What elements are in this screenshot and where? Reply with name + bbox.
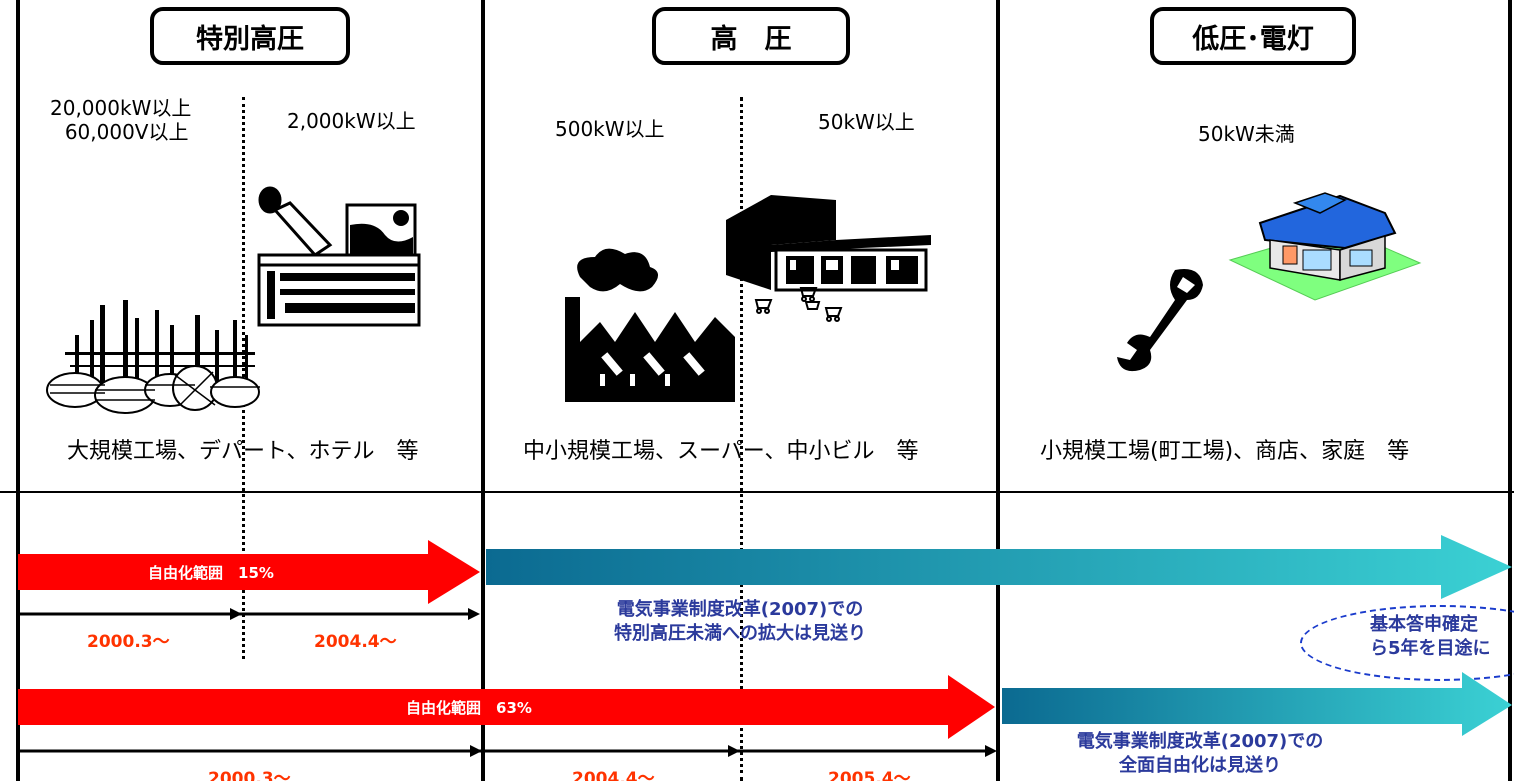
threshold-extra-high-1: 20,000kW以上 60,000V以上: [50, 96, 191, 144]
header-low-voltage: 低圧･電灯: [1150, 7, 1356, 65]
arrow-label-63: 自由化範囲 63%: [406, 699, 532, 717]
examples-extra-high: 大規模工場、デパート、ホテル 等: [67, 439, 419, 464]
supermarket-icon: [726, 195, 931, 322]
divider-right: [1508, 0, 1512, 781]
threshold-eh1-line1: 20,000kW以上: [50, 96, 192, 120]
teal-arrow-row2: [1002, 672, 1512, 736]
date-row2-1: 2000.3～: [208, 769, 291, 781]
red-arrow-15: [18, 540, 480, 604]
timeline-row1: [18, 608, 480, 620]
note-row1-line2: 特別高圧未満への拡大は見送り: [614, 623, 866, 644]
divider-2: [996, 0, 1000, 781]
department-store-icon: [257, 186, 421, 327]
examples-low: 小規模工場(町工場)、商店、家庭 等: [1040, 439, 1410, 464]
factory-icon: [565, 248, 735, 402]
red-arrow-63: [18, 675, 995, 739]
note-row1: 電気事業制度改革(2007)での 特別高圧未満への拡大は見送り: [555, 598, 925, 646]
note-row1-line1: 電気事業制度改革(2007)での: [616, 599, 864, 620]
bubble-text: 基本答申確定 ら5年を目途に: [1370, 613, 1491, 661]
threshold-high-2: 50kW以上: [818, 110, 915, 134]
threshold-extra-high-2: 2,000kW以上: [287, 109, 416, 133]
date-row2-3: 2005.4～: [828, 769, 911, 781]
bubble-line1: 基本答申確定: [1370, 614, 1478, 635]
note-row2: 電気事業制度改革(2007)での 全面自由化は見送り: [1055, 730, 1345, 778]
threshold-high-1: 500kW以上: [555, 117, 665, 141]
divider-left: [16, 0, 20, 781]
header-extra-high-voltage: 特別高圧: [150, 7, 350, 65]
divider-1: [481, 0, 485, 781]
threshold-low: 50kW未満: [1198, 122, 1295, 146]
date-row1-2: 2004.4～: [314, 632, 397, 652]
note-row2-line2: 全面自由化は見送り: [1119, 755, 1281, 776]
bubble-line2: ら5年を目途に: [1370, 638, 1491, 659]
timeline-row2: [18, 745, 997, 757]
wrench-icon: [1117, 269, 1203, 372]
date-row1-1: 2000.3～: [87, 632, 170, 652]
header-high-voltage: 高 圧: [652, 7, 850, 65]
refinery-icon: [46, 300, 260, 414]
horizontal-separator: [0, 491, 1514, 493]
examples-high: 中小規模工場、スーパー、中小ビル 等: [523, 439, 919, 464]
threshold-eh1-line2: 60,000V以上: [64, 120, 189, 144]
arrow-label-15: 自由化範囲 15%: [148, 564, 274, 582]
note-row2-line1: 電気事業制度改革(2007)での: [1076, 731, 1324, 752]
teal-arrow-row1: [486, 535, 1512, 599]
dotted-divider-high: [740, 97, 743, 781]
house-icon: [1228, 192, 1422, 301]
date-row2-2: 2004.4～: [572, 769, 655, 781]
